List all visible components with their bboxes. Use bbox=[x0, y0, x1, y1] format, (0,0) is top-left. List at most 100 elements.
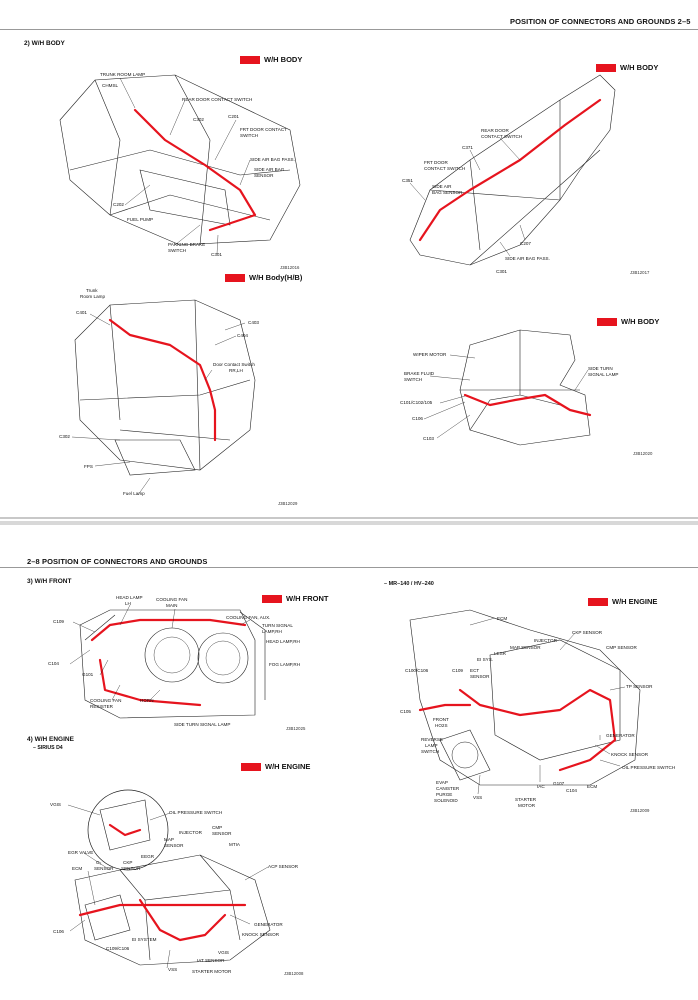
figure-code: J3B12016 bbox=[280, 265, 300, 270]
leader-line bbox=[83, 852, 111, 871]
leader-line bbox=[594, 744, 611, 755]
leader-line bbox=[99, 659, 109, 676]
callout: HORN bbox=[140, 698, 154, 703]
harness-body-2 bbox=[418, 98, 602, 242]
leader-line bbox=[171, 608, 176, 629]
harness-engine-d4-inset bbox=[108, 823, 142, 837]
leader-line bbox=[124, 184, 151, 206]
callout: MAIN bbox=[166, 603, 178, 608]
callout: C201 bbox=[228, 114, 239, 119]
callout: C404 bbox=[237, 333, 248, 338]
callout: ECM bbox=[497, 616, 508, 621]
leader-line bbox=[72, 621, 96, 633]
callout: C301 bbox=[211, 252, 222, 257]
callout: SENSOR bbox=[164, 843, 184, 848]
harness-engine-mr-left bbox=[418, 703, 472, 712]
cooling-fan-main-blade bbox=[153, 636, 191, 674]
callout: G101 bbox=[82, 672, 94, 677]
callout: FRT DOOR CONTACT bbox=[240, 127, 287, 132]
leader-line bbox=[423, 401, 466, 420]
callout: SIDE TURN bbox=[588, 366, 613, 371]
cooling-fan-main-shroud bbox=[144, 627, 200, 683]
callout: C106 bbox=[53, 929, 64, 934]
callout: GENERATOR bbox=[254, 922, 283, 927]
callout: C103 bbox=[423, 436, 434, 441]
callout: C302 bbox=[193, 117, 204, 122]
legend-panel-1: W/H BODY bbox=[240, 55, 302, 64]
callout: OIL PRESSURE SWITCH bbox=[169, 810, 223, 815]
callout: C403 bbox=[248, 320, 259, 325]
harness-swatch bbox=[240, 55, 260, 64]
leader-line bbox=[69, 919, 86, 932]
leader-line bbox=[111, 684, 121, 701]
harness-engine-d4-loop bbox=[138, 898, 227, 942]
figure-code: J3B12009 bbox=[630, 808, 650, 813]
leader-line bbox=[149, 689, 161, 701]
figure-code: J3B12025 bbox=[286, 726, 306, 731]
callout: HEAD LAMP bbox=[116, 595, 143, 600]
legend-panel-3: W/H Body(H/B) bbox=[225, 273, 302, 282]
callout: HEAD LAMP,RH bbox=[266, 639, 300, 644]
figure-code: J3B12017 bbox=[630, 270, 650, 275]
callout: CHMSL bbox=[102, 83, 119, 88]
leader-line bbox=[239, 159, 251, 186]
harness-swatch bbox=[588, 597, 608, 606]
callout: ECT bbox=[470, 668, 480, 673]
callout: O₂ bbox=[96, 860, 102, 865]
callout: C109 bbox=[452, 668, 463, 673]
section-title-mr140: – MR–140 / HV–240 bbox=[384, 581, 434, 587]
leader-line bbox=[429, 375, 471, 381]
legend-panel-4: W/H BODY bbox=[597, 317, 659, 326]
callout: SWITCH bbox=[421, 749, 440, 754]
callout: SOLENOID bbox=[434, 798, 458, 803]
leader-line bbox=[166, 949, 171, 969]
callout: STARTER MOTOR bbox=[192, 969, 232, 974]
fender-structure bbox=[460, 330, 580, 431]
callout: EEGR bbox=[141, 854, 155, 859]
callout: SENSOR bbox=[470, 674, 490, 679]
leader-line bbox=[169, 99, 186, 136]
leader-line bbox=[69, 649, 91, 665]
engine-block-mr140 bbox=[489, 639, 621, 761]
callout: SIDE TURN SIGNAL LAMP bbox=[174, 722, 231, 727]
callout: STARTER bbox=[515, 797, 537, 802]
callout: BAG SENSOR bbox=[432, 190, 463, 195]
callout: SENSOR bbox=[94, 866, 114, 871]
callout: SIDE AIR BAG PASS. bbox=[250, 157, 295, 162]
leader-line bbox=[94, 461, 131, 467]
callout: CKP SENSOR bbox=[572, 630, 603, 635]
engine-block-d4 bbox=[74, 854, 271, 966]
callout: WIPER MOTOR bbox=[413, 352, 447, 357]
callout: GENERATOR bbox=[606, 733, 635, 738]
callout: REAR DOOR bbox=[481, 128, 509, 133]
cooling-fan-aux-shroud bbox=[197, 632, 249, 684]
callout: RR,LH bbox=[229, 368, 243, 373]
legend-wh-engine-mr140: W/H ENGINE bbox=[588, 597, 657, 606]
callout: RESISTER bbox=[90, 704, 113, 709]
leader-line bbox=[71, 436, 121, 441]
callout: ACP SENSOR bbox=[268, 864, 299, 869]
leader-line bbox=[609, 686, 626, 691]
body-structure bbox=[69, 74, 291, 246]
callout: KNOCK SENSOR bbox=[611, 752, 649, 757]
callout: C104 bbox=[566, 788, 577, 793]
harness-engine-d4-main bbox=[78, 903, 247, 917]
page-separator bbox=[0, 517, 698, 519]
section-title-wh-front: 3) W/H FRONT bbox=[27, 578, 72, 585]
harness-swatch bbox=[596, 63, 616, 72]
callout: MAP SENSOR bbox=[510, 645, 541, 650]
harness-body-hb bbox=[108, 318, 217, 442]
fuel-tank bbox=[114, 439, 196, 476]
leader-line bbox=[559, 632, 576, 651]
alternator-pulley bbox=[451, 741, 479, 769]
leader-line bbox=[477, 774, 481, 795]
callout: COOLING FAN bbox=[90, 698, 122, 703]
harness-front-upper bbox=[90, 618, 247, 642]
callout: SIDE AIR bbox=[432, 184, 452, 189]
harness-swatch bbox=[262, 594, 282, 603]
callout: C202 bbox=[113, 202, 124, 207]
callout: SENSOR bbox=[212, 831, 232, 836]
leader-line bbox=[449, 354, 476, 359]
callout: SWITCH bbox=[168, 248, 187, 253]
callout: CMP SENSOR bbox=[606, 645, 637, 650]
